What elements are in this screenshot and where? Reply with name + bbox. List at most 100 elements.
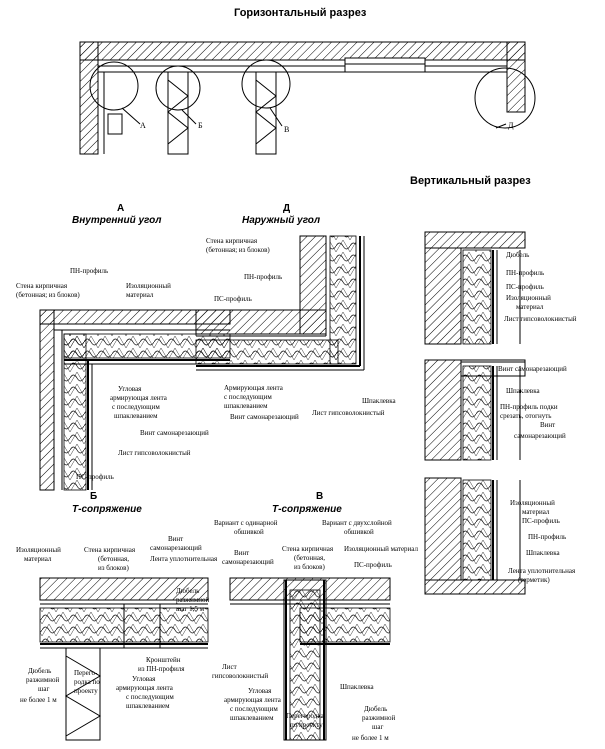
detail-b-letter: Б <box>90 491 98 502</box>
vs-mid-screw2-1: Винт <box>540 421 556 429</box>
detail-a-title: Внутренний угол <box>72 215 162 226</box>
plan-partition-v <box>255 71 277 155</box>
detail-a-insul-1: Изоляционный <box>126 282 171 290</box>
detail-b-partition <box>65 647 101 741</box>
detail-v-tape-1: Угловая <box>248 687 272 695</box>
detail-d-sheet: Лист гипсоволокнистый <box>312 409 385 417</box>
vs-top-insul-1: Изоляционный <box>506 294 551 302</box>
detail-d-title: Наружный угол <box>242 215 321 226</box>
detail-v-sheet-1: Лист <box>222 663 237 671</box>
detail-v-single-2: обшивкой <box>234 528 264 536</box>
detail-a-tape-4: шпаклеванием <box>114 412 158 420</box>
detail-d-pn-profile: ПН-профиль <box>244 273 283 281</box>
detail-d-tape-2: с последующим <box>224 393 272 401</box>
detail-v-wall-2: (бетонная, <box>294 554 325 562</box>
detail-v-ps-profile: ПС-профиль <box>354 561 392 569</box>
detail-v-wall-1: Стена кирпичная <box>282 545 334 553</box>
detail-d-screw: Винт самонарезающий <box>230 413 299 421</box>
detail-a-wall-2: (бетонная; из блоков) <box>16 291 80 299</box>
detail-b-wall-1: Стена кирпичная <box>84 546 136 554</box>
detail-v-sheet-2: гипсоволокнистый <box>212 672 269 680</box>
detail-b-drawing <box>39 577 209 741</box>
vs-mid-screw2-2: самонарезающий <box>514 432 566 440</box>
detail-b-dowel-r-3: шаг 1,5 м <box>176 605 205 613</box>
callout-circle-d <box>474 67 536 129</box>
detail-b-dowel-r-1: Дюбель <box>176 587 200 595</box>
detail-b-dowel-l-4: не более 1 м <box>20 696 57 704</box>
vs-bot-seal-1: Лента уплотнительная <box>508 567 576 575</box>
detail-b-seal: Лента уплотнительная <box>150 555 218 563</box>
detail-a-sheet: Лист гипсоволокнистый <box>118 449 191 457</box>
plan-mark-d: Д <box>508 121 514 130</box>
detail-a-tape-3: с последующим <box>112 403 160 411</box>
detail-a-pn-profile: ПН-профиль <box>70 267 109 275</box>
detail-b-dowel-l-3: шаг <box>38 685 50 693</box>
detail-b-partition-1: Перего- <box>74 669 98 677</box>
vs-bot-ps-profile: ПС-профиль <box>522 517 560 525</box>
detail-v-double-2: обшивкой <box>344 528 374 536</box>
vs-mid-screw: Винт самонарезающий <box>498 365 567 373</box>
detail-b-tape-1: Угловая <box>132 675 156 683</box>
vs-top-sheet: Лист гипсоволокнистый <box>504 315 577 323</box>
detail-d-putty: Шпаклевка <box>362 397 396 405</box>
vs-bot-putty: Шпаклевка <box>526 549 560 557</box>
vs-top-ps-profile: ПС-профиль <box>506 283 544 291</box>
detail-b-partition-2: родка по <box>74 678 100 686</box>
vs-mid-putty: Шпаклевка <box>506 387 540 395</box>
detail-v-dowel-3: шаг <box>372 723 384 731</box>
detail-a-insul-2: материал <box>126 291 154 299</box>
detail-b-wall-2: (бетонная, <box>98 555 129 563</box>
detail-b-dowel-l-2: разжимной <box>26 676 60 684</box>
detail-d-wall-2: (бетонная; из блоков) <box>206 246 270 254</box>
plan-left-wall <box>79 41 99 155</box>
detail-b-tape-4: шпаклеванием <box>126 702 170 710</box>
vs-top-pn-profile: ПН-профиль <box>506 269 545 277</box>
detail-v-tape-3: с последующим <box>230 705 278 713</box>
detail-v-dowel-4: не более 1 м <box>352 734 389 742</box>
detail-v-wall-3: из блоков) <box>294 563 325 571</box>
detail-v-insul: Изоляционный материал <box>344 545 418 553</box>
horizontal-section-title: Горизонтальный разрез <box>234 7 367 19</box>
detail-v-putty: Шпаклевка <box>340 683 374 691</box>
vertical-section-drawing <box>424 231 526 595</box>
vs-top-dowel: Дюбель <box>506 251 530 259</box>
plan-bracket-a <box>107 113 123 135</box>
vs-bot-insul-2: материал <box>522 508 550 516</box>
detail-v-screw-2: самонарезающий <box>222 558 274 566</box>
detail-b-partition-3: проекту <box>74 687 98 695</box>
vs-top-insul-2: материал <box>516 303 544 311</box>
detail-b-screw-1: Винт <box>168 535 184 543</box>
detail-b-bracket-1: Кронштейн <box>146 656 181 664</box>
detail-v-title: Т-сопряжение <box>272 504 342 515</box>
plan-mark-b: Б <box>198 121 203 130</box>
detail-v-dowel-1: Дюбель <box>364 705 388 713</box>
callout-circle-a <box>89 61 139 111</box>
detail-b-insul-1: Изоляционный <box>16 546 61 554</box>
vs-mid-pn-1: ПН-профиль подки <box>500 403 558 411</box>
detail-a-tape-1: Угловая <box>118 385 142 393</box>
detail-a-ps-profile: ПС-профиль <box>76 473 114 481</box>
plan-section <box>79 41 536 155</box>
detail-d-wall-1: Стена кирпичная <box>206 237 258 245</box>
plan-mark-a: А <box>140 121 146 130</box>
plan-mark-v: В <box>284 125 290 134</box>
vs-bot-seal-2: (герметик) <box>518 576 550 584</box>
detail-d-ps-profile: ПС-профиль <box>214 295 252 303</box>
plan-right-wall <box>506 41 526 113</box>
plan-top-wall <box>79 41 526 61</box>
detail-b-title: Т-сопряжение <box>72 504 142 515</box>
vs-bot-insul-1: Изоляционный <box>510 499 555 507</box>
detail-v-partition-2: по проекту <box>290 721 323 729</box>
detail-d-tape-3: шпаклеванием <box>224 402 268 410</box>
detail-v-screw-1: Винт <box>234 549 250 557</box>
plan-window <box>344 57 426 73</box>
detail-v-dowel-2: разжимной <box>362 714 396 722</box>
detail-a-letter: А <box>117 203 125 214</box>
detail-b-dowel-l-1: Дюбель <box>28 667 52 675</box>
detail-a-wall-1: Стена кирпичная <box>16 282 68 290</box>
detail-v-partition-1: Перегородка <box>286 712 324 720</box>
plan-partition-b <box>167 71 189 155</box>
detail-b-dowel-r-2: разжимной <box>176 596 210 604</box>
callout-circle-b <box>155 65 201 111</box>
